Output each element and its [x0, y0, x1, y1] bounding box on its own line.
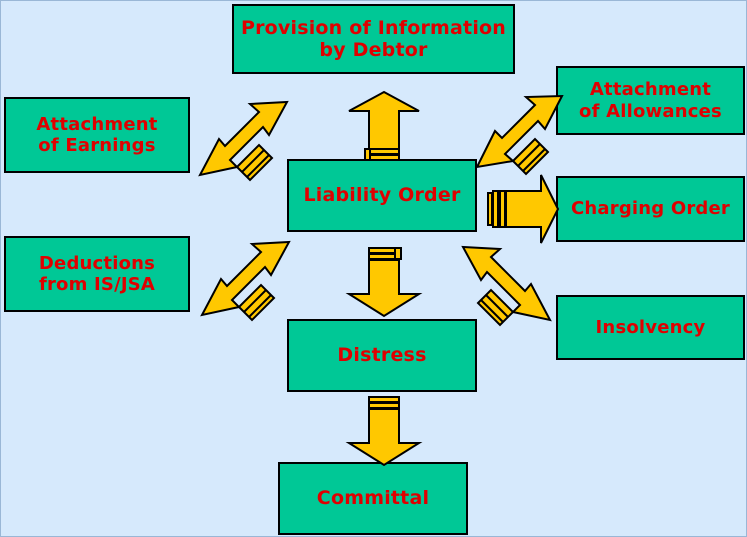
arrow-right-icon: [487, 169, 561, 249]
node-committal[interactable]: Committal: [278, 462, 468, 535]
arrow-up-icon: [329, 87, 439, 163]
node-distress[interactable]: Distress: [287, 319, 477, 392]
arrow-down-right-icon: [453, 244, 553, 330]
node-charging-order[interactable]: Charging Order: [556, 176, 745, 242]
node-deductions-from-is-jsa[interactable]: Deductions from IS/JSA: [4, 236, 190, 312]
node-attachment-of-allowances[interactable]: Attachment of Allowances: [556, 66, 745, 135]
arrow-down-icon: [329, 246, 439, 322]
node-provision-of-information-by-debtor[interactable]: Provision of Information by Debtor: [232, 4, 515, 74]
arrow-down-left-icon: [199, 239, 299, 325]
arrow-up-right-icon: [465, 93, 565, 179]
node-insolvency[interactable]: Insolvency: [556, 295, 745, 360]
node-attachment-of-earnings[interactable]: Attachment of Earnings: [4, 97, 190, 173]
arrow-down-bottom-icon: [329, 395, 439, 471]
node-liability-order[interactable]: Liability Order: [287, 159, 477, 232]
arrow-up-left-icon: [197, 99, 297, 185]
